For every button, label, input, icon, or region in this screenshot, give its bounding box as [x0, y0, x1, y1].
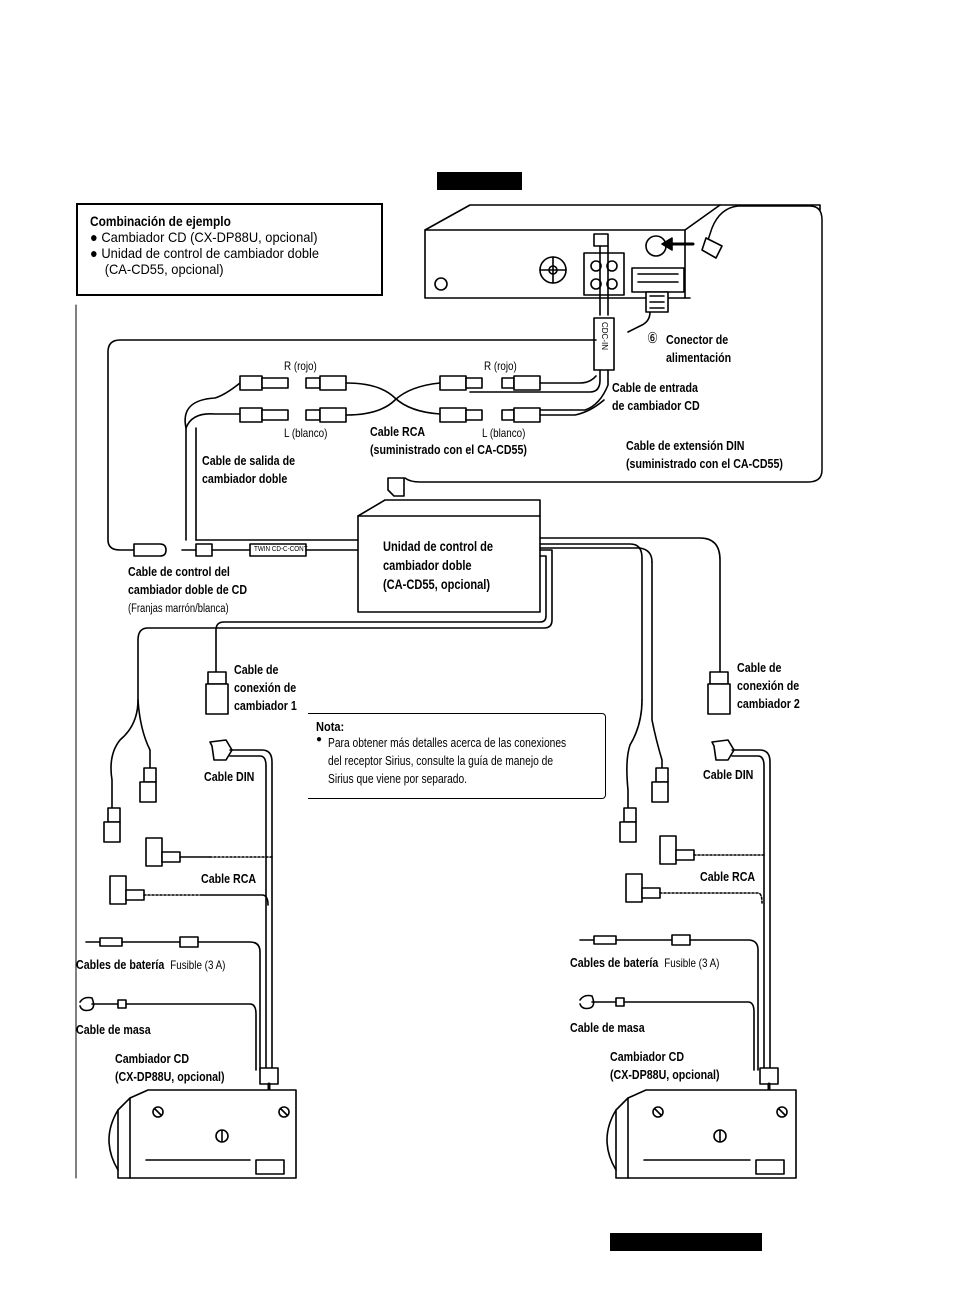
cdc-in-cable-label: Cable de entrada de cambiador CD — [612, 380, 700, 413]
right-ground-label: Cable de masa — [570, 1020, 645, 1035]
rca-plugs — [184, 375, 605, 541]
left-fuse-label: Fusible (3 A) — [170, 958, 226, 972]
left-battery-label: Cables de batería Fusible (3 A) — [76, 957, 226, 972]
right-rca-cable-label: Cable RCA — [700, 869, 756, 884]
left-changer-label: Cambiador CD (CX-DP88U, opcional) — [115, 1051, 225, 1084]
combination-item-2: ● Unidad de control de cambiador doble — [90, 245, 320, 261]
din-extension-cable — [387, 205, 823, 497]
dual-output-cable-label: Cable de salida de cambiador doble — [202, 453, 296, 486]
head-unit — [424, 204, 821, 299]
note-box: Nota: ● Para obtener más detalles acerca… — [308, 713, 606, 799]
control-unit-label: Unidad de control de cambiador doble (CA… — [383, 539, 494, 592]
combination-box: Combinación de ejemplo ● Cambiador CD (C… — [76, 203, 383, 296]
power-connector-label: Conector de alimentación — [666, 332, 732, 365]
din-extension-label: Cable de extensión DIN (suministrado con… — [626, 438, 783, 471]
combination-item-1: ● Cambiador CD (CX-DP88U, opcional) — [90, 229, 318, 245]
l-blanco-right-label: L (blanco) — [482, 426, 526, 440]
cdc-in-cable — [107, 245, 615, 557]
note-text: Para obtener más detalles acerca de las … — [328, 736, 567, 786]
rca-cable-label: Cable RCA (suministrado con el CA-CD55) — [370, 424, 527, 457]
left-din-cable-label: Cable DIN — [204, 769, 255, 784]
combination-title: Combinación de ejemplo — [90, 213, 231, 229]
l-blanco-left-label: L (blanco) — [284, 426, 328, 440]
right-battery-label: Cables de batería Fusible (3 A) — [570, 955, 720, 970]
right-changer-label: Cambiador CD (CX-DP88U, opcional) — [610, 1049, 720, 1082]
twin-cd-tag: TWIN CD-C-CONT — [254, 546, 308, 553]
r-rojo-left-label: R (rojo) — [284, 359, 317, 373]
footer-bar-redacted — [610, 1233, 762, 1251]
changer2-connection-label: Cable de conexión de cambiador 2 — [737, 660, 800, 711]
note-title: Nota: — [316, 719, 345, 734]
r-rojo-right-label: R (rojo) — [484, 359, 517, 373]
left-rca-cable-label: Cable RCA — [201, 871, 257, 886]
right-changer-body — [606, 1089, 797, 1179]
right-din-cable-label: Cable DIN — [703, 767, 754, 782]
right-changer-wiring — [579, 561, 779, 1171]
combination-item-3: (CA-CD55, opcional) — [104, 261, 224, 277]
title-bar-redacted — [437, 172, 522, 190]
cdc-in-tag: CDC-IN — [600, 322, 609, 350]
dual-control-cable-label: Cable de control del cambiador doble de … — [128, 564, 248, 597]
left-changer-body — [108, 1089, 297, 1179]
note-body: ● Para obtener más detalles acerca de la… — [316, 734, 605, 788]
left-ground-label: Cable de masa — [76, 1022, 151, 1037]
changer1-connection-label: Cable de conexión de cambiador 1 — [234, 662, 297, 713]
left-changer-wiring — [79, 699, 279, 1171]
note-bullet: ● — [316, 734, 323, 745]
right-fuse-label: Fusible (3 A) — [664, 956, 720, 970]
dual-control-stripes-label: (Franjas marrón/blanca) — [128, 603, 229, 615]
control-unit-outputs — [137, 537, 731, 715]
dual-control-plug — [181, 539, 359, 557]
control-unit — [357, 499, 541, 613]
power-connector-number: ⑥ — [647, 330, 659, 347]
